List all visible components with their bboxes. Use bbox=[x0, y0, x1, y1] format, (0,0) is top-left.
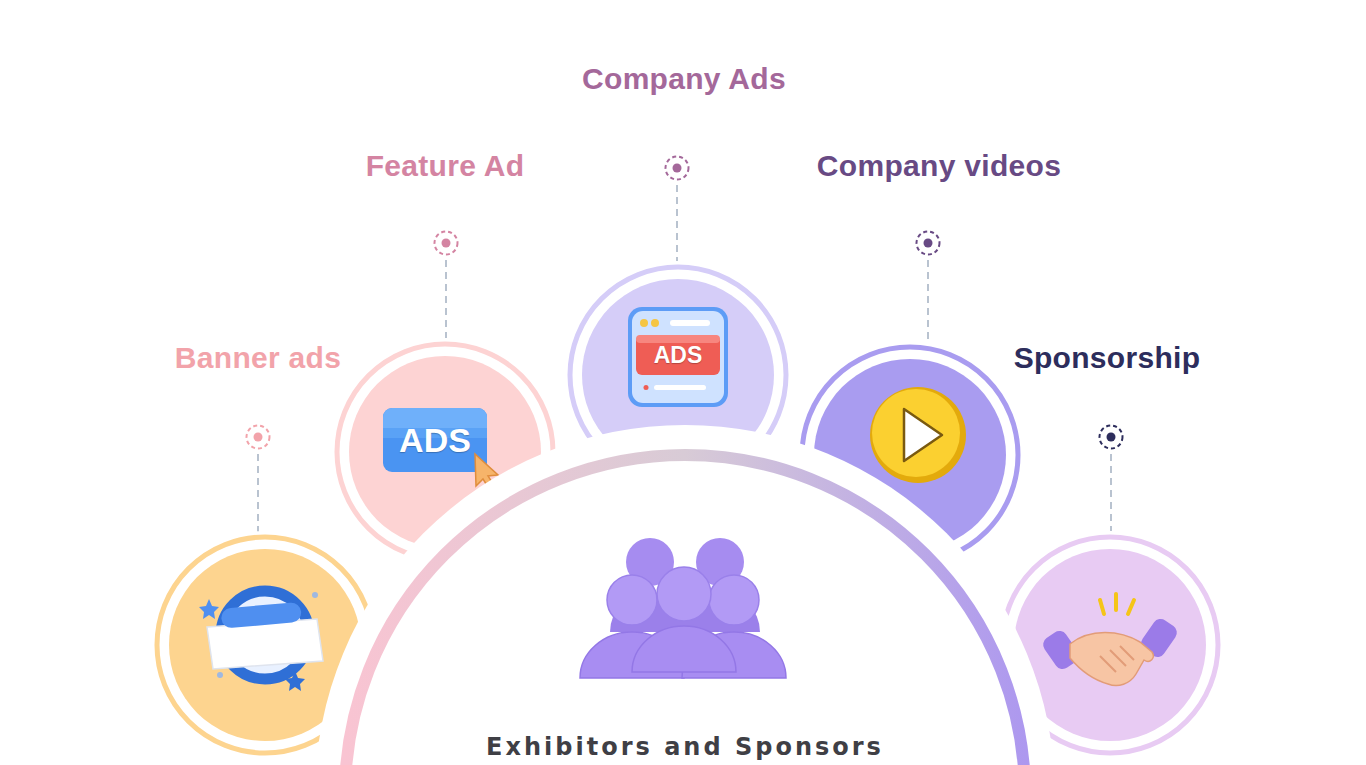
play-icon bbox=[870, 387, 966, 483]
leader-line bbox=[445, 260, 447, 338]
shape bbox=[632, 626, 736, 672]
spark bbox=[1100, 600, 1104, 614]
shape bbox=[904, 409, 942, 461]
marker-dot bbox=[924, 239, 933, 248]
circle-heading: Company videos bbox=[817, 149, 1061, 183]
circle-heading: Sponsorship bbox=[1014, 341, 1201, 375]
shape bbox=[654, 385, 706, 390]
ads-label: ADS bbox=[654, 342, 703, 369]
shape bbox=[709, 575, 759, 625]
shape bbox=[632, 311, 724, 403]
center-label: Exhibitors and Sponsors bbox=[486, 733, 884, 761]
spark bbox=[1114, 594, 1118, 610]
leader-line bbox=[676, 185, 678, 261]
center-half-disc: Exhibitors and Sponsors bbox=[315, 425, 1055, 765]
white-disc bbox=[315, 425, 1055, 765]
star bbox=[312, 592, 318, 598]
shape bbox=[670, 320, 710, 326]
marker-dot bbox=[673, 164, 682, 173]
shape bbox=[870, 387, 966, 483]
ads-label: ADS bbox=[399, 421, 471, 460]
marker-dot bbox=[254, 433, 263, 442]
circle-heading: Feature Ad bbox=[366, 149, 525, 183]
marker-dot bbox=[1107, 433, 1116, 442]
marker-ring bbox=[435, 232, 458, 255]
shape bbox=[872, 389, 960, 477]
marker-dot bbox=[442, 239, 451, 248]
leader-line bbox=[927, 260, 929, 342]
center-outline bbox=[315, 425, 1055, 765]
people-icon bbox=[580, 538, 786, 678]
marker-ring bbox=[1100, 426, 1123, 449]
leader-line bbox=[1110, 454, 1112, 531]
company-ad-icon bbox=[628, 307, 728, 407]
shape bbox=[207, 619, 323, 669]
shape bbox=[644, 385, 649, 390]
shape bbox=[657, 567, 711, 621]
banner-icon bbox=[199, 591, 323, 691]
shape bbox=[1070, 633, 1153, 686]
star bbox=[199, 599, 219, 619]
shape bbox=[607, 575, 657, 625]
shape bbox=[383, 408, 487, 472]
shape bbox=[651, 319, 659, 327]
marker-ring bbox=[247, 426, 270, 449]
shape bbox=[636, 335, 720, 375]
shape bbox=[221, 602, 302, 629]
star bbox=[285, 671, 305, 691]
marker-ring bbox=[666, 157, 689, 180]
shape bbox=[640, 319, 648, 327]
gradient-arc bbox=[345, 455, 1025, 765]
spark bbox=[1128, 600, 1134, 614]
feature-ad-icon bbox=[383, 408, 498, 490]
shape bbox=[628, 307, 728, 407]
shape bbox=[1100, 646, 1134, 672]
leader-line bbox=[257, 454, 259, 531]
star bbox=[217, 672, 223, 678]
circle-heading: Company Ads bbox=[582, 62, 786, 96]
marker-ring bbox=[917, 232, 940, 255]
handshake-icon bbox=[1040, 594, 1180, 686]
circle-heading: Banner ads bbox=[175, 341, 341, 375]
